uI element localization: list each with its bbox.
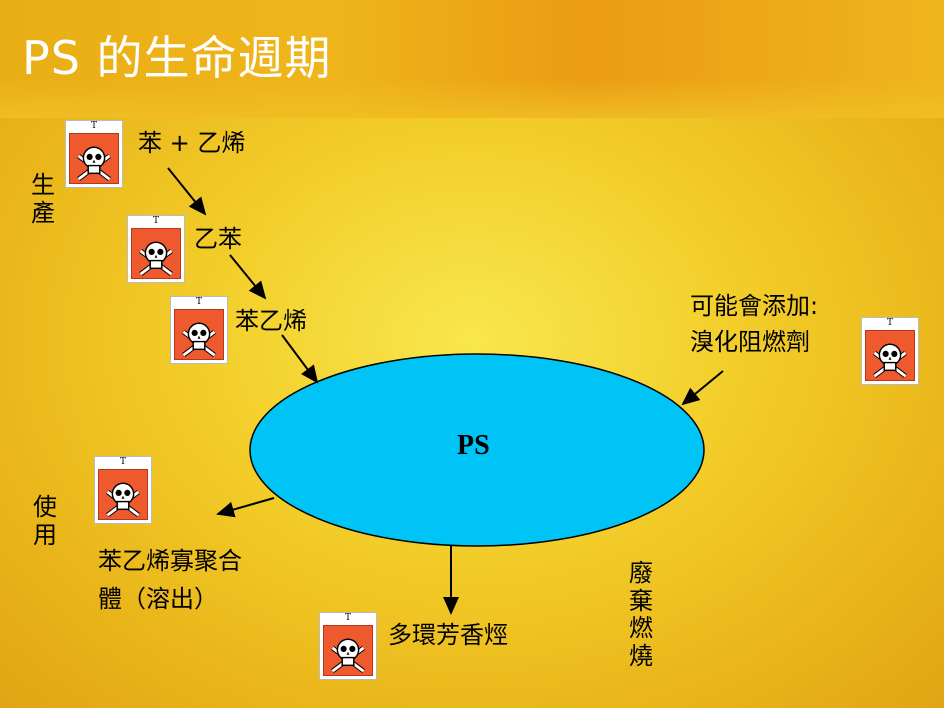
- label-additive-title: 可能會添加:: [690, 292, 819, 320]
- arrow-benzene-to-ethylbenzene: [167, 167, 207, 216]
- skull-crossbones-icon: [873, 343, 907, 379]
- label-oligomer-line1: 苯乙烯寡聚合: [98, 547, 242, 575]
- hazard-letter: T: [152, 216, 159, 226]
- skull-crossbones-icon: [77, 146, 111, 182]
- hazard-symbol-4: T: [861, 317, 919, 385]
- skull-crossbones-icon: [139, 241, 173, 277]
- hazard-symbol-1: T: [65, 120, 123, 188]
- hazard-letter: T: [195, 297, 202, 307]
- ps-label: PS: [457, 430, 490, 461]
- label-oligomer-line2: 體（溶出）: [98, 585, 218, 613]
- hazard-symbol-6: T: [319, 612, 377, 680]
- skull-crossbones-icon: [182, 322, 216, 358]
- hazard-letter: T: [119, 457, 126, 467]
- hazard-letter: T: [90, 121, 97, 131]
- label-ethylbenzene: 乙苯: [194, 225, 242, 253]
- skull-crossbones-icon: [106, 482, 140, 518]
- arrow-ps-to-oligomer: [216, 497, 275, 518]
- label-pah: 多環芳香烴: [388, 621, 508, 649]
- hazard-symbol-3: T: [170, 296, 228, 364]
- stage-disposal: 廢棄燃燒: [629, 559, 653, 670]
- arrow-styrene-to-ps: [281, 334, 319, 384]
- label-additive-name: 溴化阻燃劑: [690, 328, 810, 356]
- hazard-symbol-5: T: [94, 456, 152, 524]
- slide-title: PS 的生命週期: [22, 31, 332, 85]
- hazard-letter: T: [886, 318, 893, 328]
- label-styrene: 苯乙烯: [235, 307, 307, 335]
- hazard-symbol-2: T: [127, 215, 185, 283]
- stage-production: 生產: [31, 171, 55, 227]
- label-benzene-ethylene: 苯 + 乙烯: [138, 129, 246, 157]
- arrow-additive-to-ps: [681, 370, 724, 406]
- title-bar: [0, 0, 944, 118]
- arrow-ethylbenzene-to-styrene: [229, 254, 267, 300]
- stage-use: 使用: [33, 493, 57, 549]
- hazard-letter: T: [344, 613, 351, 623]
- skull-crossbones-icon: [331, 638, 365, 674]
- ps-ellipse: [249, 353, 705, 547]
